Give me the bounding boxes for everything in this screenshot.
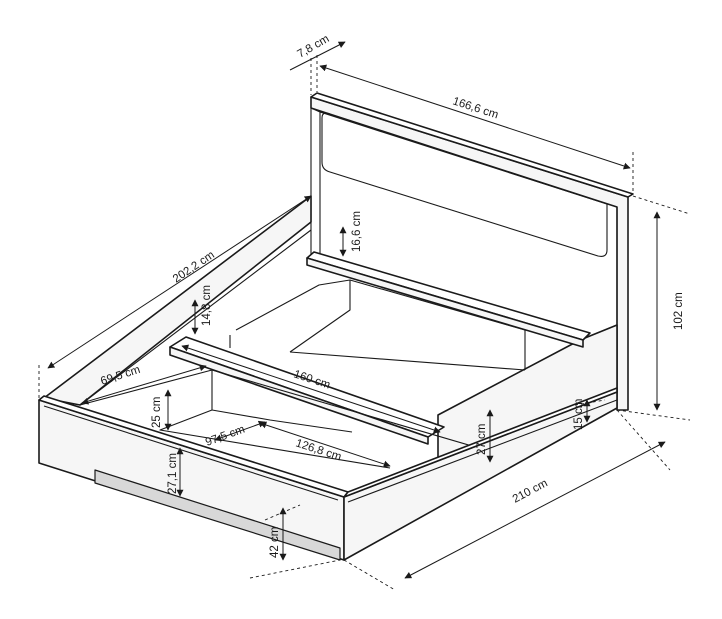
dim-line-126-8 [259, 421, 391, 468]
label-rail-height: 14,8 cm [201, 285, 213, 326]
dim-line-166-6 [319, 64, 631, 170]
dim-line-7-8 [289, 41, 346, 71]
dim-line-160 [181, 344, 441, 434]
label-ground-clearance: 42 cm [269, 527, 281, 558]
label-front-height: 27,1 cm [167, 453, 179, 494]
label-drawer-width: 97,5 cm [204, 424, 247, 449]
label-inner-height: 25 cm [151, 397, 163, 428]
label-headboard-height: 102 cm [673, 292, 685, 330]
label-inner-length: 126,8 cm [294, 437, 343, 463]
dim-line-202-2 [47, 195, 312, 369]
dim-line-210 [404, 441, 666, 579]
label-leg-clearance: 15 cm [573, 399, 585, 430]
label-headboard-panel-height: 16,6 cm [351, 211, 363, 252]
foot-panel [38, 395, 349, 561]
dimension-lines [47, 41, 666, 579]
inner-frame [229, 279, 526, 371]
label-total-length: 210 cm [511, 477, 550, 505]
label-side-height: 27 cm [476, 424, 488, 455]
dim-line-97-5 [214, 420, 266, 442]
label-headboard-thickness: 7,8 cm [296, 33, 332, 61]
